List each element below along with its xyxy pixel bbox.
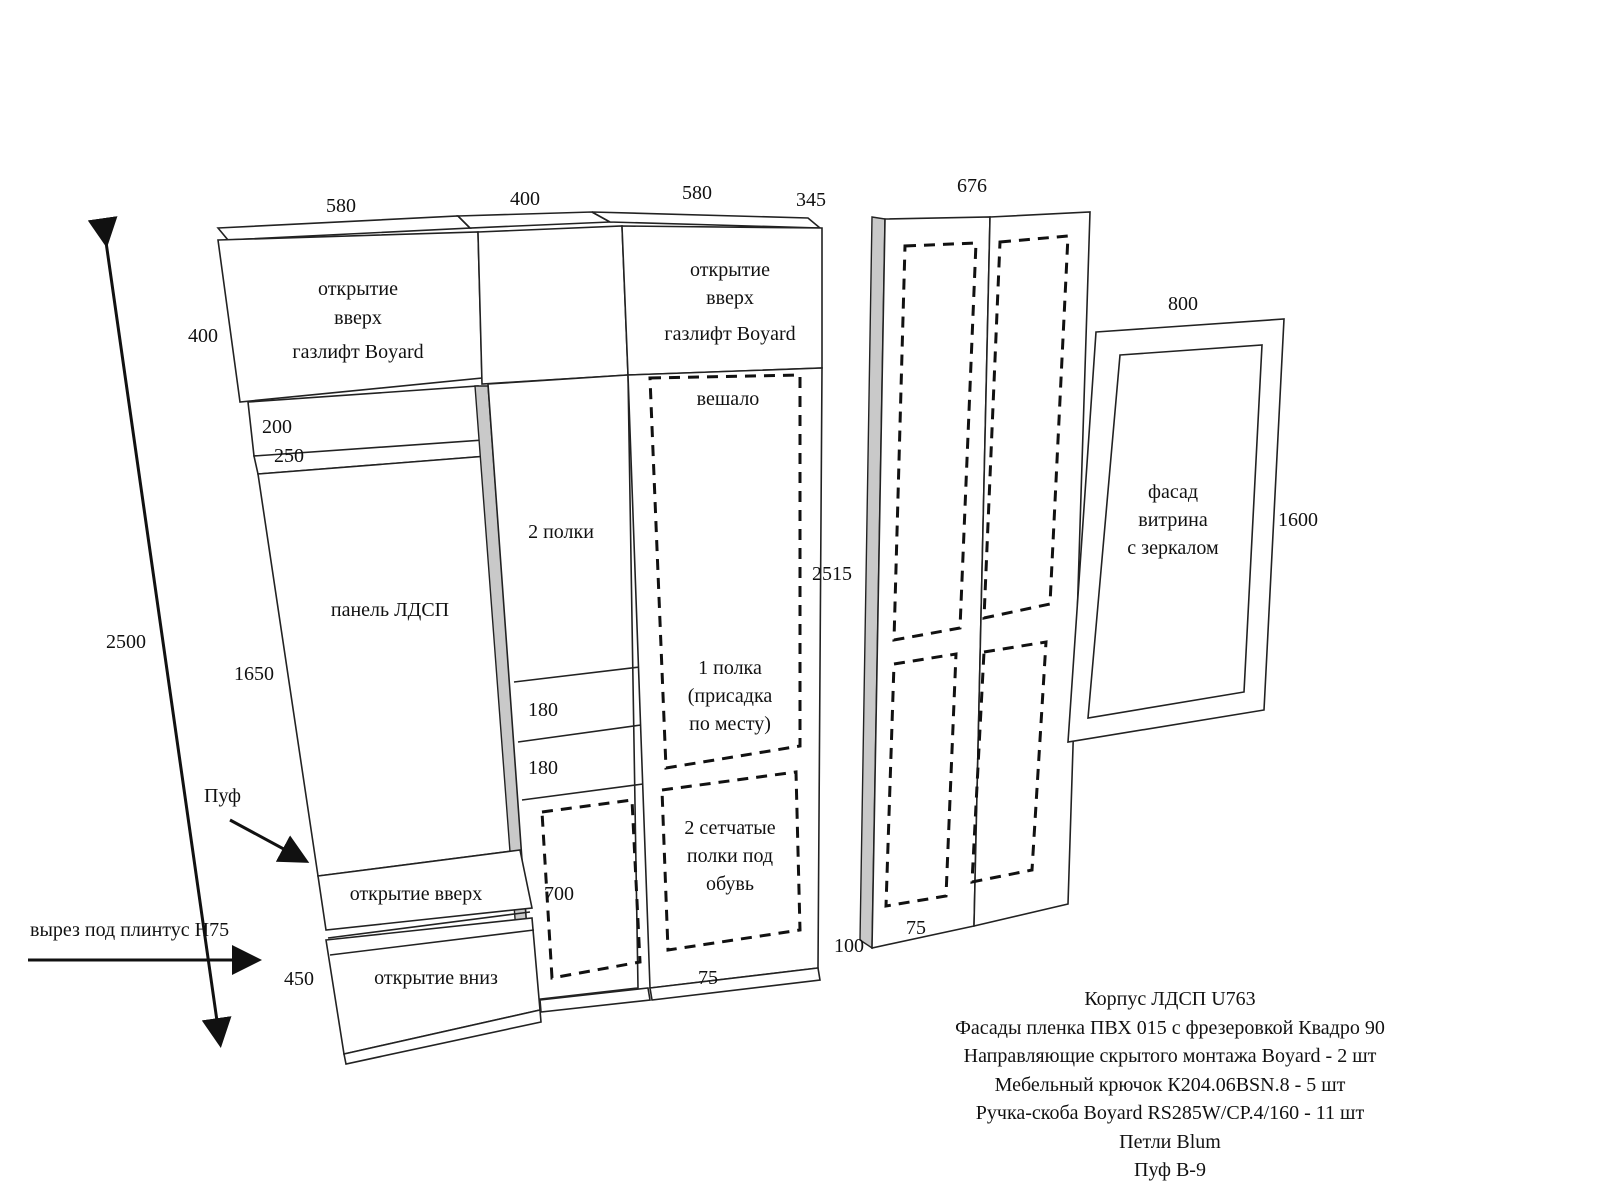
dim-plinth-right: 75 <box>698 967 718 989</box>
dim-hook-shelf: 250 <box>274 445 304 467</box>
lower-door-outline <box>540 798 642 980</box>
back-panel-ldsp <box>257 455 521 877</box>
pouf-top <box>317 849 533 931</box>
pouf-seam <box>327 911 531 939</box>
dim-shelf-180-b: 180 <box>528 757 558 779</box>
mezzanine-middle <box>477 225 629 385</box>
door-pair <box>859 211 1091 950</box>
dim-pouf-height: 450 <box>284 968 314 990</box>
door-left-upper-panel <box>892 241 978 642</box>
shelf-line-3 <box>521 783 644 801</box>
label-opening-up: открытие вверх <box>350 883 483 905</box>
door-right <box>973 211 1091 928</box>
shelf-line-1 <box>513 666 641 683</box>
door-right-lower-panel <box>970 640 1048 884</box>
note-line: Направляющие скрытого монтажа Boyard - 2… <box>963 1045 1377 1067</box>
plinth-middle <box>539 987 651 1013</box>
dim-panel-height: 1650 <box>234 663 274 685</box>
label-right-top-3: газлифт Boyard <box>664 323 795 345</box>
label-one-shelf-2: (присадка <box>688 685 773 707</box>
label-one-shelf-1: 1 полка <box>698 657 762 679</box>
dim-door-height: 2515 <box>812 563 852 585</box>
label-right-top-2: вверх <box>706 287 754 309</box>
label-left-top-3: газлифт Boyard <box>292 341 423 363</box>
pouf-arrow <box>229 818 310 863</box>
dim-door-plinth: 75 <box>906 917 926 939</box>
note-line: Корпус ЛДСП U763 <box>1084 988 1256 1010</box>
note-line: Фасады пленка ПВХ 015 с фрезеровкой Квад… <box>955 1016 1385 1039</box>
label-plinth-cutout: вырез под плинтус Н75 <box>30 919 229 941</box>
label-right-top-1: открытие <box>690 259 770 281</box>
dim-shelf-180-a: 180 <box>528 699 558 721</box>
dim-mirror-height: 1600 <box>1278 509 1318 531</box>
label-shoe-1: 2 сетчатые <box>684 817 775 839</box>
label-panel: панель ЛДСП <box>331 599 449 621</box>
label-opening-down: открытие вниз <box>374 967 498 989</box>
plinth-left <box>343 1009 542 1065</box>
door-right-upper-panel <box>982 234 1070 620</box>
pouf-seam-2 <box>329 929 535 956</box>
label-two-shelves: 2 полки <box>528 521 594 543</box>
shelf-line-2 <box>517 724 642 743</box>
dim-depth: 345 <box>796 189 826 211</box>
dim-mirror-width: 800 <box>1168 293 1198 315</box>
dim-lower-compartment: 700 <box>544 883 574 905</box>
spec-notes: Корпус ЛДСП U763 Фасады пленка ПВХ 015 с… <box>900 985 1440 1185</box>
door-left-lower-panel <box>884 652 958 908</box>
label-mirror-1: фасад <box>1148 481 1198 503</box>
hanger-door-outline <box>648 373 802 770</box>
dim-top-right-width: 580 <box>682 182 712 204</box>
label-shoe-2: полки под <box>687 845 773 867</box>
dim-door-width: 676 <box>957 175 987 197</box>
mirror-facade <box>1067 318 1285 743</box>
mirror-glass <box>1087 344 1263 719</box>
label-left-top-2: вверх <box>334 307 382 329</box>
total-height-arrow <box>87 216 232 1048</box>
top-panel-middle <box>456 211 613 229</box>
label-mirror-3: с зеркалом <box>1127 537 1219 559</box>
note-line: Пуф В-9 <box>1134 1159 1206 1181</box>
label-shoe-3: обувь <box>706 873 754 895</box>
note-line: Ручка-скоба Boyard RS285W/CP.4/160 - 11 … <box>975 1102 1365 1124</box>
hallway-cabinet <box>216 211 823 1065</box>
dim-total-height: 2500 <box>106 631 146 653</box>
note-line: Петли Blum <box>1119 1130 1221 1153</box>
dim-door-gap: 100 <box>834 935 864 957</box>
note-line: Мебельный крючок К204.06BSN.8 - 5 шт <box>994 1073 1346 1096</box>
dim-mezzanine-height: 400 <box>188 325 218 347</box>
dim-shelf-gap: 200 <box>262 416 292 438</box>
dim-top-left-width: 580 <box>326 195 356 217</box>
middle-column <box>487 374 639 1001</box>
label-pouf: Пуф <box>204 785 241 807</box>
label-left-top-1: открытие <box>318 278 398 300</box>
label-one-shelf-3: по месту) <box>689 713 771 735</box>
shoe-door-outline <box>660 770 802 952</box>
label-hanger: вешало <box>697 388 760 410</box>
label-mirror-2: витрина <box>1138 509 1208 531</box>
dim-top-middle-width: 400 <box>510 188 540 210</box>
plinth-right <box>649 967 821 1001</box>
